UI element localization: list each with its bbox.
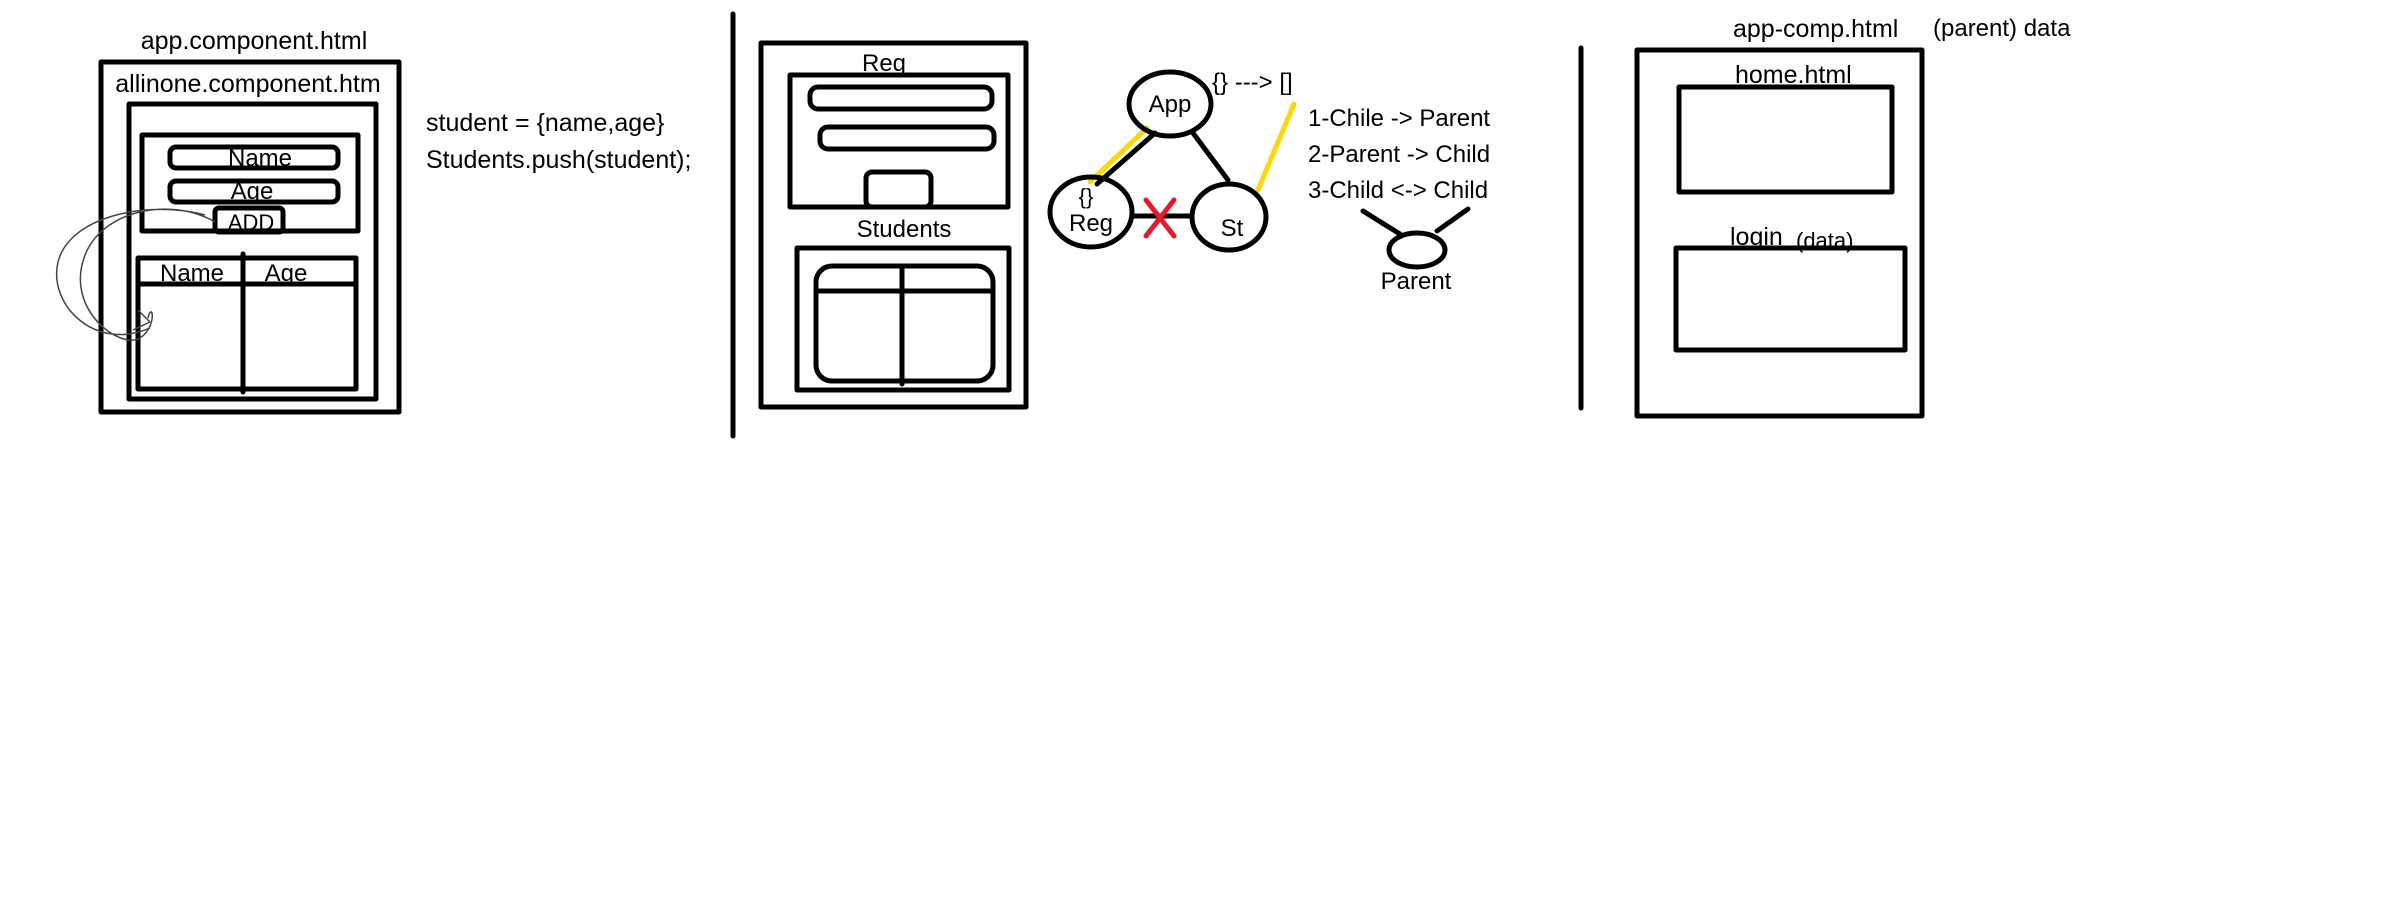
home-html-label: home.html <box>1735 61 1852 89</box>
panel-app-component: app.component.html allinone.component.ht… <box>55 27 691 415</box>
name-input-sketch <box>167 144 341 171</box>
allinone-component-title: allinone.component.htm <box>115 70 380 98</box>
parent-node <box>1386 230 1448 270</box>
node-st <box>1189 181 1269 253</box>
table-header-name: Name <box>160 260 224 287</box>
edge-app-st <box>1190 130 1231 183</box>
app-comp-frame <box>1634 47 1925 419</box>
st-to-array-highlight <box>1255 101 1297 193</box>
parent-branch-right <box>1434 206 1471 234</box>
reg-button-sketch <box>863 169 934 210</box>
login-html-box <box>1673 245 1908 353</box>
age-input-label: Age <box>231 178 274 205</box>
reg-input-2-sketch <box>817 124 997 152</box>
reg-students-frame <box>758 40 1029 410</box>
app-component-title: app.component.html <box>141 27 368 55</box>
parent-label: Parent <box>1381 268 1452 295</box>
app-comp-parent-data-note: (parent) data <box>1933 15 2071 42</box>
add-button-label: ADD <box>228 210 274 235</box>
node-st-label: St <box>1221 215 1244 242</box>
node-app <box>1126 69 1214 139</box>
panel-app-comp: app-comp.html (parent) data home.html lo… <box>1634 15 2071 419</box>
edge-app-reg <box>1094 130 1158 187</box>
communication-item-2: 2-Parent -> Child <box>1308 141 1490 168</box>
code-line-student-object: student = {name,age} <box>426 109 664 137</box>
object-to-array-label: {} ---> [] <box>1212 69 1293 96</box>
communication-item-1: 1-Chile -> Parent <box>1308 105 1490 132</box>
communication-item-3: 3-Child <-> Child <box>1308 177 1488 204</box>
students-box <box>794 245 1012 393</box>
table-header-age: Age <box>265 260 308 287</box>
node-reg-label: Reg <box>1069 210 1113 237</box>
panel-reg-students: Reg Students <box>758 40 1029 410</box>
app-component-frame <box>98 59 402 415</box>
app-comp-title: app-comp.html <box>1733 15 1898 43</box>
reg-form-box <box>787 72 1011 210</box>
blocked-link-cross-icon <box>1143 197 1177 239</box>
home-html-box <box>1676 84 1895 195</box>
students-title: Students <box>857 216 952 243</box>
add-button-sketch <box>212 205 286 235</box>
node-reg-object-label: {} <box>1079 184 1094 209</box>
add-flow-arrow-scribble <box>55 208 216 341</box>
component-graph: App {} Reg St {} ---> [] <box>1047 69 1297 253</box>
reg-input-1-sketch <box>807 84 995 112</box>
code-line-students-push: Students.push(student); <box>426 146 691 174</box>
communication-types: 1-Chile -> Parent 2-Parent -> Child 3-Ch… <box>1308 105 1490 295</box>
allinone-component-frame <box>126 101 379 402</box>
name-input-label: Name <box>228 145 292 172</box>
node-app-label: App <box>1149 91 1192 118</box>
edge-app-reg-highlight <box>1087 125 1150 185</box>
node-reg <box>1047 174 1135 250</box>
parent-branch-left <box>1360 208 1403 237</box>
student-table-sketch <box>135 255 359 392</box>
age-input-sketch <box>167 178 341 205</box>
